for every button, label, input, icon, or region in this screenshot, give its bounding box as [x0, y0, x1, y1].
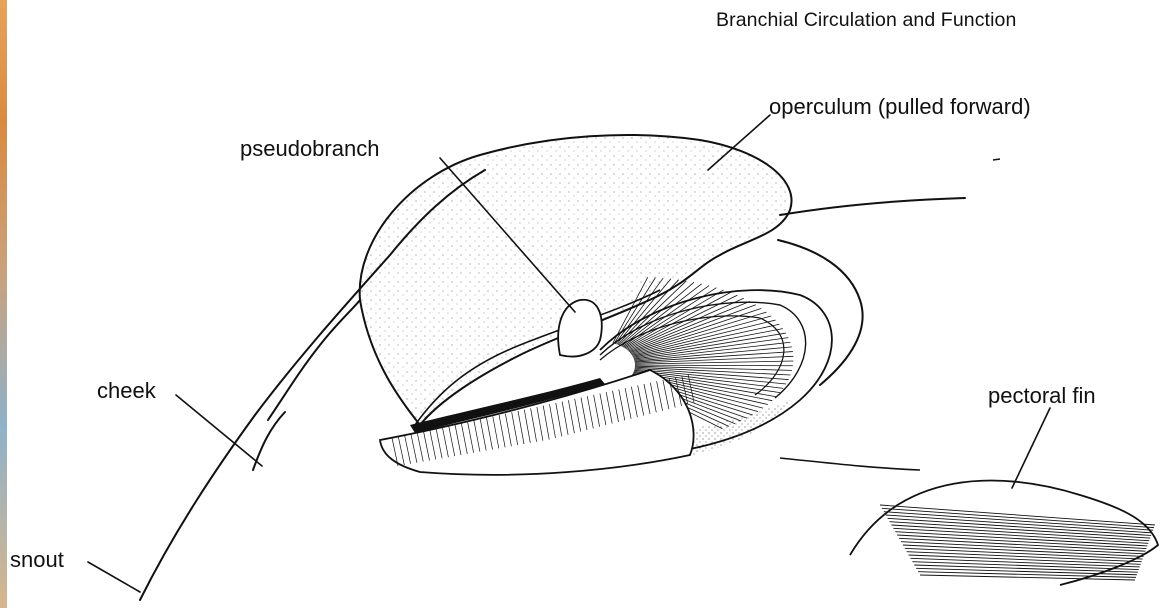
label-pectoral-fin: pectoral fin — [988, 383, 1096, 409]
label-snout: snout — [10, 547, 64, 573]
cheek-lower — [253, 412, 285, 470]
fin-ray — [880, 505, 1155, 525]
fin-ray — [905, 548, 1143, 559]
leader-cheek — [176, 395, 262, 466]
fin-ray — [899, 538, 1145, 551]
gill-filament — [635, 361, 793, 364]
fin-ray — [920, 575, 1135, 580]
fin-ray — [895, 532, 1147, 546]
label-pseudobranch: pseudobranch — [240, 136, 379, 162]
fin-ray — [882, 508, 1154, 527]
stray-mark — [993, 159, 1000, 160]
gill-filament — [634, 338, 788, 359]
body-outline — [778, 198, 965, 385]
label-operculum: operculum (pulled forward) — [769, 94, 1031, 120]
cheek-ridge — [268, 300, 360, 420]
leader-snout — [88, 562, 140, 592]
gill-filament — [635, 365, 793, 366]
leader-pectoral — [1012, 408, 1050, 488]
label-cheek: cheek — [97, 378, 156, 404]
pectoral-fin — [780, 458, 1158, 585]
gill-filament — [635, 352, 793, 363]
